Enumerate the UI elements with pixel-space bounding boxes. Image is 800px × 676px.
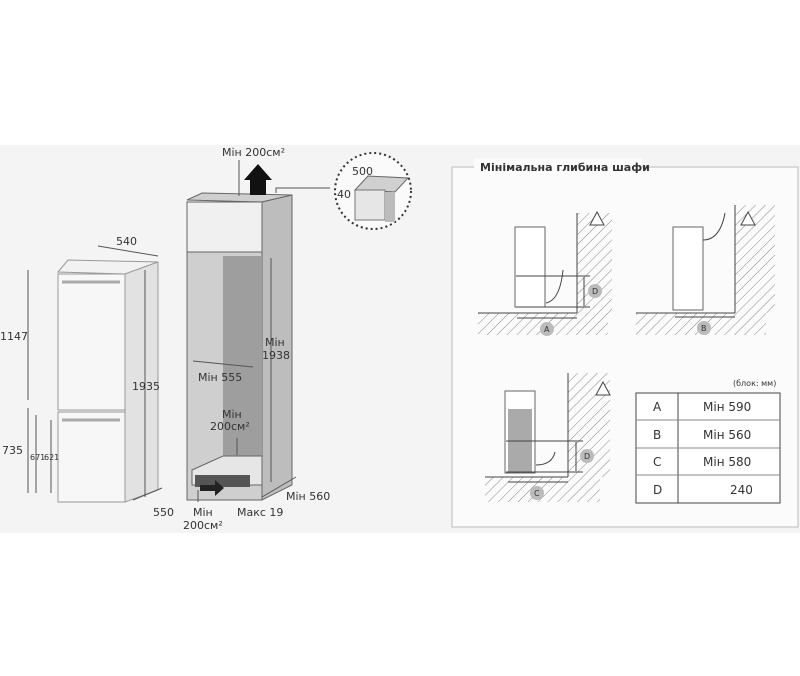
bottom-vent-label: Мін <box>193 506 213 519</box>
table-value-c: Мін 580 <box>703 455 751 469</box>
fridge-width: 540 <box>116 235 137 248</box>
fridge-total-height: 1935 <box>132 380 160 393</box>
fridge-upper-height: 1147 <box>0 330 28 343</box>
handle-height-2: 621 <box>44 453 59 462</box>
marker-a: A <box>544 325 550 334</box>
fridge-drawing <box>27 245 163 503</box>
table-key-a: A <box>653 400 662 414</box>
cabinet-inner-width: Мін 555 <box>198 371 242 384</box>
scenario-a-drawing: A D <box>478 210 612 336</box>
detail-width: 500 <box>352 165 373 178</box>
fridge-lower-height: 735 <box>2 444 23 457</box>
marker-b: B <box>701 324 707 333</box>
fridge-depth: 550 <box>153 506 174 519</box>
units-label: (блок: мм) <box>733 379 776 388</box>
detail-height: 40 <box>337 188 351 201</box>
table-value-a: Мін 590 <box>703 400 751 414</box>
cabinet-top-vent: Мін 200см² <box>222 146 285 159</box>
cabinet-depth: Мін 560 <box>286 490 330 503</box>
panel-title: Мінімальна глибина шафи <box>480 161 650 174</box>
cabinet-inner-height-label: Мін <box>265 336 285 349</box>
top-airflow-arrow <box>244 164 272 195</box>
marker-d: D <box>592 287 598 296</box>
marker-c: C <box>534 489 540 498</box>
scenario-c-drawing: C D <box>485 373 611 502</box>
table-key-b: B <box>653 428 661 442</box>
cabinet-gap: Макс 19 <box>237 506 283 519</box>
inner-vent-label: Мін <box>222 408 242 421</box>
marker-d-2: D <box>584 452 590 461</box>
table-key-d: D <box>653 483 662 497</box>
table-key-c: C <box>653 455 661 469</box>
table-value-d: 240 <box>730 483 753 497</box>
cabinet-inner-height: 1938 <box>262 349 290 362</box>
inner-vent: 200см² <box>210 420 250 433</box>
depth-table <box>635 392 781 504</box>
cabinet-drawing <box>186 160 330 502</box>
table-value-b: Мін 560 <box>703 428 751 442</box>
top-detail-callout <box>334 152 412 230</box>
scenario-b-drawing: B <box>636 205 775 335</box>
bottom-vent: 200см² <box>183 519 223 532</box>
bottom-airflow-arrow <box>200 480 224 496</box>
handle-height-1: 671 <box>30 453 45 462</box>
